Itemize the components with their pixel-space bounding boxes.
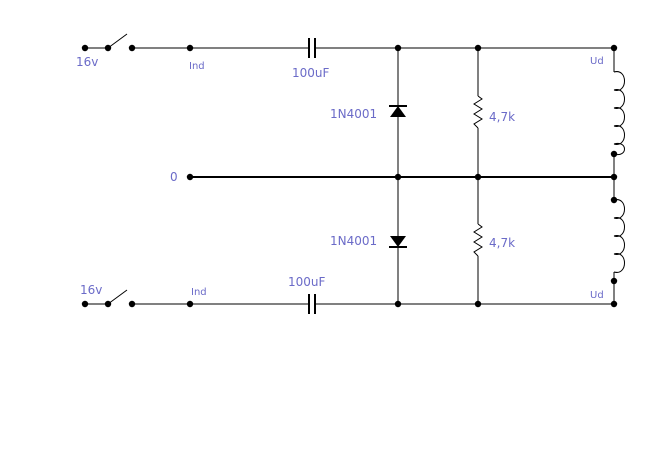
node-bottom-switch-a	[104, 300, 112, 308]
node-bottom-diode	[394, 300, 402, 308]
label-ind-top: Ind	[189, 61, 205, 72]
diode-bottom-triangle	[390, 236, 406, 247]
node-coil-bottom-end	[610, 277, 618, 285]
label-source-bottom: 16v	[80, 283, 102, 297]
inductor-bottom-coil	[613, 199, 625, 273]
label-ud-top: Ud	[590, 56, 604, 67]
bottom-rail	[85, 289, 614, 314]
node-coil-top-end	[610, 150, 618, 158]
resistor-top-zigzag	[473, 95, 483, 129]
label-ud-bottom: Ud	[590, 290, 604, 301]
resistor-branch	[473, 48, 483, 304]
node-ground-resistor	[474, 173, 482, 181]
label-resistor-bottom: 4,7k	[489, 236, 515, 250]
node-bottom-ud	[610, 300, 618, 308]
node-top-ind	[186, 44, 194, 52]
node-bottom-source	[81, 300, 89, 308]
inductor-branch	[613, 48, 625, 304]
node-top-diode	[394, 44, 402, 52]
node-top-switch-b	[128, 44, 136, 52]
node-bottom-switch-b	[128, 300, 136, 308]
node-top-switch-a	[104, 44, 112, 52]
node-ground-coil	[610, 173, 618, 181]
resistor-bottom-zigzag	[473, 223, 483, 257]
label-ind-bottom: Ind	[191, 287, 207, 298]
node-top-ud	[610, 44, 618, 52]
node-bottom-resistor	[474, 300, 482, 308]
node-top-resistor	[474, 44, 482, 52]
top-switch-blade	[107, 33, 128, 49]
node-bottom-ind	[186, 300, 194, 308]
label-source-top: 16v	[76, 55, 98, 69]
label-diode-top: 1N4001	[330, 107, 377, 121]
node-ground-left	[186, 173, 194, 181]
junction-nodes	[81, 44, 618, 308]
inductor-top-coil	[613, 71, 625, 156]
label-ground: 0	[170, 170, 178, 184]
top-rail	[85, 33, 614, 58]
label-cap-bottom: 100uF	[288, 275, 326, 289]
label-diode-bottom: 1N4001	[330, 234, 377, 248]
node-ground-diode	[394, 173, 402, 181]
bottom-switch-blade	[107, 289, 128, 305]
diode-top-triangle	[390, 106, 406, 117]
label-cap-top: 100uF	[292, 66, 330, 80]
label-resistor-top: 4,7k	[489, 110, 515, 124]
labels: 16v 16v Ind Ind 100uF 100uF 1N4001 1N400…	[76, 55, 604, 301]
node-coil-bottom-start	[610, 196, 618, 204]
node-top-source	[81, 44, 89, 52]
